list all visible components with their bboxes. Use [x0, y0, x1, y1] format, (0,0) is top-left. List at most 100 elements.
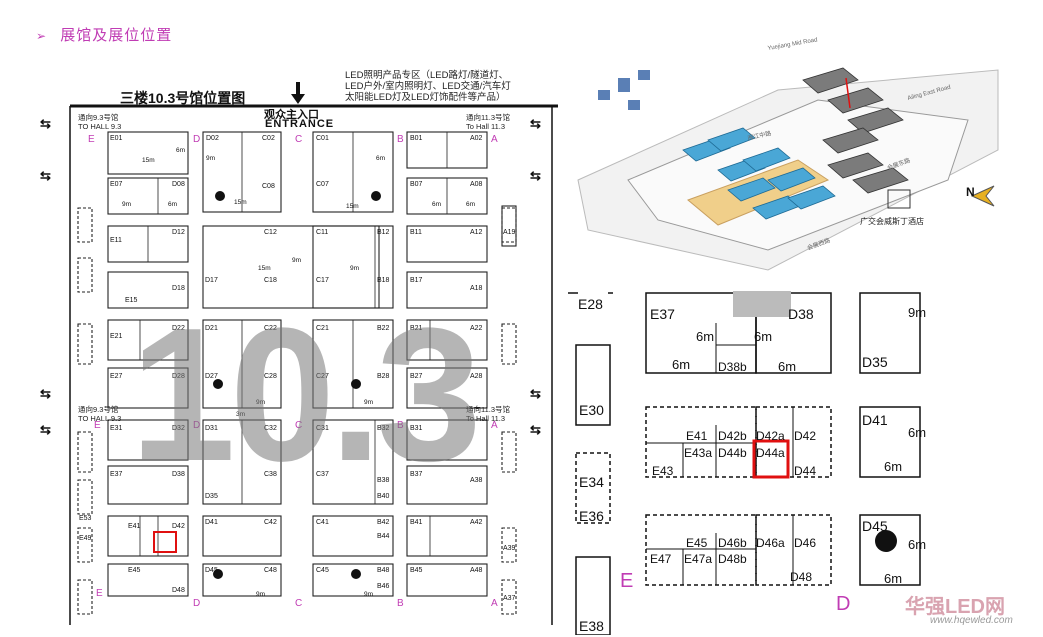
hall-blocks-blue	[682, 127, 836, 220]
booth-label: E01	[110, 135, 123, 142]
booth-label: E37	[110, 471, 123, 478]
nearby-buildings	[598, 70, 650, 110]
column-letter: D	[836, 593, 850, 615]
entrance-label-cn: 观众主入口	[264, 109, 319, 121]
hall-map-title: 三楼10.3号馆位置图	[120, 90, 246, 106]
section-heading: ➢ 展馆及展位位置	[36, 24, 172, 45]
nav-line: 通向9.3号馆	[78, 113, 119, 122]
booth-label: E49	[79, 535, 92, 542]
booth-label: C11	[316, 229, 328, 236]
booth-label: E53	[79, 515, 92, 522]
booth-label: D38b	[718, 360, 747, 374]
booth-label: A22	[470, 325, 483, 332]
area-label: 9m	[908, 305, 926, 320]
booth-label: B42	[377, 519, 390, 526]
booth-label: E47	[650, 552, 672, 566]
booth-label: C01	[316, 135, 329, 142]
venue-overview-map: Yuejiang Mid Road 阅江中路 Ailing East Road …	[577, 37, 999, 271]
booth-label: D27	[205, 373, 218, 380]
area-label: 9m	[350, 265, 359, 272]
column-letter: E	[620, 570, 633, 592]
booth-label: C02	[262, 135, 275, 142]
booth-label: E27	[110, 373, 123, 380]
booth-label: A18	[470, 285, 483, 292]
booth-label: E21	[110, 333, 123, 340]
left-exit-arrow-icon: ⇆	[40, 168, 51, 183]
column-letter: E	[94, 420, 101, 431]
booth-label: E45	[686, 536, 708, 550]
booth-label: C21	[316, 325, 329, 332]
booth-label: D08	[172, 181, 185, 188]
booth-label: D46a	[756, 536, 785, 550]
booth-label: B21	[410, 325, 423, 332]
column-letter: B	[397, 598, 404, 609]
booth-label: B38	[377, 477, 390, 484]
right-exit-arrow-icon: ⇆	[530, 422, 541, 437]
booth-label: B46	[377, 583, 390, 590]
booth-label: E38	[579, 618, 604, 634]
nav-line: To Hall 11.3	[466, 122, 506, 131]
booth-label: D02	[206, 135, 219, 142]
booth-label: D35	[205, 493, 218, 500]
column-letter: C	[295, 134, 302, 145]
booth-label: C18	[264, 277, 277, 284]
nav-to-hall-11-3-top: 通向11.3号馆 To Hall 11.3	[466, 113, 510, 131]
booth-label: A39	[503, 545, 516, 552]
area-label: 15m	[258, 265, 271, 272]
booth-label: D42a	[756, 429, 785, 443]
booth-label: D17	[205, 277, 218, 284]
hotel-label: 广交会威斯丁酒店	[860, 217, 924, 226]
column-pillar	[733, 291, 791, 317]
booth-label: C28	[264, 373, 277, 380]
hall-blocks-gray	[802, 67, 909, 194]
booth-label: A42	[470, 519, 483, 526]
booth-label: E43	[652, 464, 674, 478]
area-label: 6m	[754, 329, 772, 344]
led-note-line: LED户外/室内照明灯、LED交通/汽车灯	[345, 81, 511, 92]
column-letter: A	[491, 420, 498, 431]
left-exit-arrow-icon: ⇆	[40, 386, 51, 401]
area-label: 3m	[236, 411, 245, 418]
booth-label: B11	[410, 229, 422, 236]
area-label: 15m	[346, 203, 359, 210]
booth-grid	[77, 131, 517, 615]
booth-label: D12	[172, 229, 185, 236]
area-label: 6m	[168, 201, 177, 208]
left-exit-arrow-icon: ⇆	[40, 422, 51, 437]
area-label: 6m	[778, 359, 796, 374]
location-pointer	[845, 77, 851, 109]
right-exit-arrow-icon: ⇆	[530, 116, 541, 131]
booth-label: C08	[262, 183, 275, 190]
area-label: 6m	[908, 425, 926, 440]
booth-label: B18	[377, 277, 390, 284]
booth-label: B07	[410, 181, 423, 188]
north-compass-icon: N	[966, 183, 998, 212]
led-zone-note: LED照明产品专区（LED路灯/隧道灯、 LED户外/室内照明灯、LED交通/汽…	[345, 70, 525, 103]
booth-label: D44	[794, 464, 816, 478]
booth-label: D45	[205, 567, 218, 574]
booth-label: E28	[578, 296, 603, 312]
area-label: 6m	[908, 537, 926, 552]
booth-label: E47a	[684, 552, 712, 566]
booth-label: E41	[128, 523, 141, 530]
booth-label: E30	[579, 402, 604, 418]
section-title: 展馆及展位位置	[60, 27, 173, 44]
booth-label: E15	[125, 297, 138, 304]
area-label: 6m	[672, 357, 690, 372]
column-letter: C	[295, 420, 302, 431]
area-label: 9m	[122, 201, 131, 208]
bullet-arrow-icon: ➢	[36, 29, 47, 43]
booth-label: D46b	[718, 536, 747, 550]
booth-label: A48	[470, 567, 483, 574]
booth-label: D41	[205, 519, 218, 526]
booth-label: D48	[790, 570, 812, 584]
led-note-line: 太阳能LED灯及LED灯饰配件等产品）	[345, 92, 506, 103]
area-label: 15m	[142, 157, 155, 164]
hall-floor-plan: E D C B A E D C B A E D C B A E01 D02 C0…	[40, 82, 558, 625]
zoomed-booth-plan: E28 E37 D38 D38b D35 E30 D41 E41 D42b D4…	[568, 291, 926, 635]
highlight-booth-marker	[752, 439, 790, 479]
booth-label: D46	[794, 536, 816, 550]
nav-to-hall-11-3-mid: 通向11.3号馆 To Hall 11.3	[466, 405, 510, 423]
compass-letter: N	[966, 185, 975, 199]
booth-label: A38	[470, 477, 483, 484]
